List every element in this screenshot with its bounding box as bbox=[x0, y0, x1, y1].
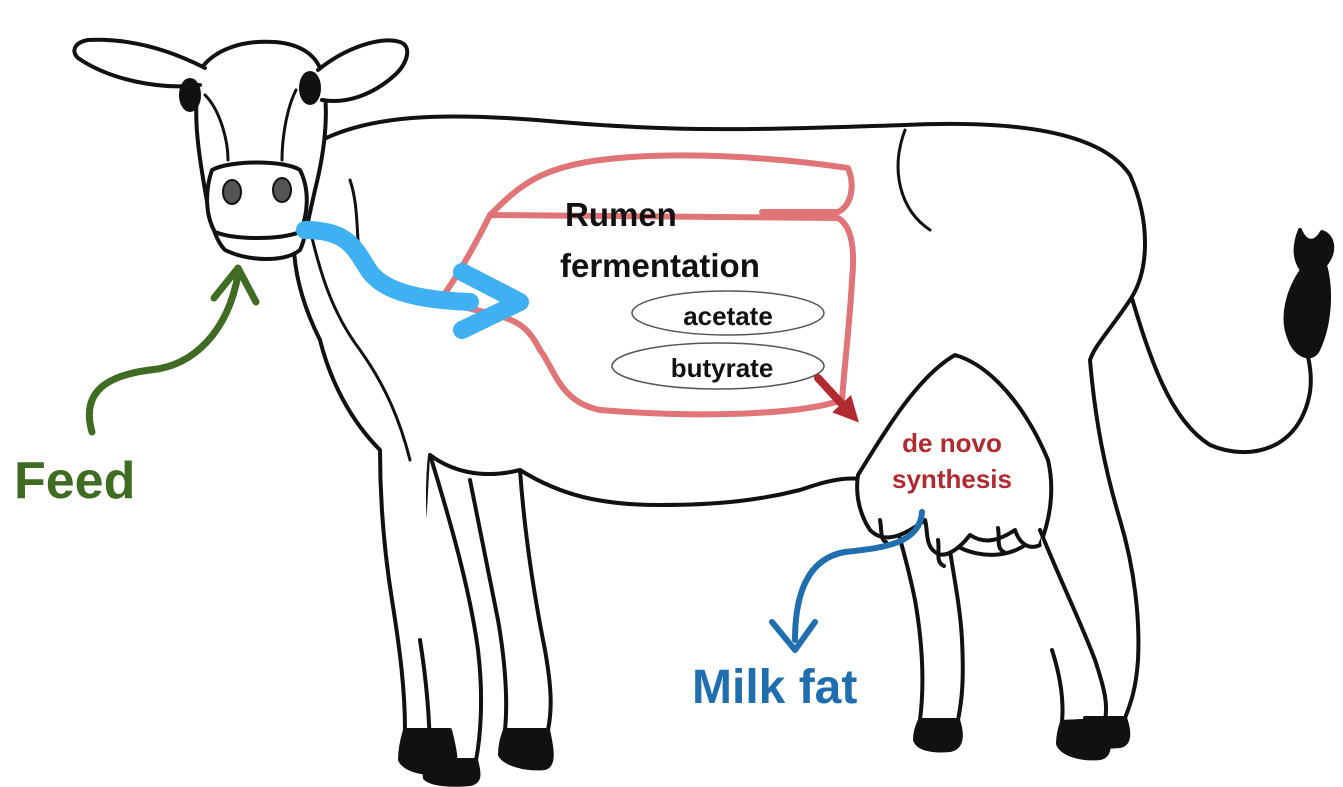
ear-right bbox=[318, 40, 407, 101]
nostril-right bbox=[273, 178, 291, 202]
butyrate-label: butyrate bbox=[671, 353, 774, 383]
denovo-label-line2: synthesis bbox=[892, 464, 1012, 494]
front-leg-near bbox=[420, 455, 481, 760]
tail bbox=[1128, 285, 1311, 452]
acetate-label: acetate bbox=[683, 301, 773, 331]
snout bbox=[207, 163, 307, 239]
rumen-label-line1: Rumen bbox=[565, 196, 677, 233]
denovo-label-line1: de novo bbox=[902, 428, 1002, 458]
milk-fat-label: Milk fat bbox=[692, 661, 857, 714]
eye-right bbox=[301, 73, 319, 103]
tail-tuft bbox=[1286, 230, 1333, 356]
hoof-2 bbox=[425, 760, 479, 785]
hoof-6 bbox=[1084, 718, 1128, 747]
eye-left bbox=[181, 80, 199, 110]
nostril-left bbox=[223, 180, 241, 204]
hoof-4 bbox=[915, 720, 961, 751]
hoof-3 bbox=[500, 730, 552, 768]
ear-left bbox=[74, 40, 205, 86]
rumen-label-line2: fermentation bbox=[560, 247, 760, 284]
feed-label: Feed bbox=[14, 452, 135, 510]
